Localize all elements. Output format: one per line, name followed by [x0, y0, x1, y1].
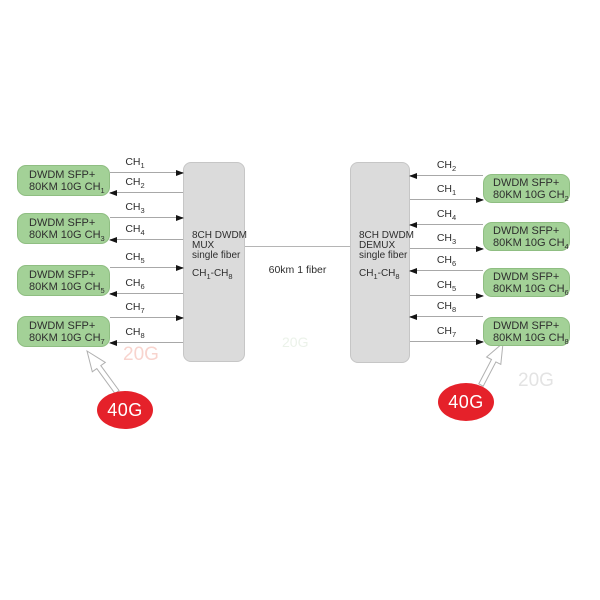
module-name-line2: 80KM 10G CH4	[493, 236, 569, 251]
sfp-module-ch7: DWDM SFP+ 80KM 10G CH7	[17, 316, 110, 347]
channel-label: CH6	[125, 277, 145, 292]
arrow-left-icon	[109, 190, 117, 196]
channel-label: CH3	[436, 232, 457, 247]
demux-label: 8CH DWDM DEMUX single fiber CH1-CH8	[359, 230, 414, 281]
right-link-ch5: CH5	[410, 279, 484, 299]
sfp-module-ch1: DWDM SFP+ 80KM 10G CH1	[17, 165, 110, 196]
sfp-module-ch5: DWDM SFP+ 80KM 10G CH5	[17, 265, 110, 296]
callout-arrow-right	[478, 341, 504, 387]
left-link-ch6: CH6	[109, 277, 183, 297]
arrow-right-icon	[176, 170, 184, 176]
channel-label: CH3	[125, 201, 145, 216]
channel-label: CH4	[125, 223, 145, 238]
demux-channel-range: CH1-CH8	[359, 268, 400, 281]
watermark-20g: 20G	[123, 344, 159, 365]
arrow-right-icon	[476, 197, 484, 203]
right-link-ch4: CH4	[409, 208, 483, 228]
module-name-line1: DWDM SFP+	[29, 268, 96, 281]
left-link-ch7: CH7	[110, 301, 184, 321]
channel-label: CH7	[436, 325, 457, 340]
badge-40g-left: 40G	[97, 391, 153, 429]
module-name-line2: 80KM 10G CH5	[29, 280, 105, 295]
channel-label: CH1	[125, 156, 145, 171]
right-link-ch3: CH3	[410, 232, 484, 252]
right-link-ch6: CH6	[409, 254, 483, 274]
module-name-line1: DWDM SFP+	[493, 176, 560, 189]
arrow-left-icon	[109, 237, 117, 243]
sfp-module-ch6: DWDM SFP+ 80KM 10G CH6	[483, 268, 570, 297]
arrow-right-icon	[476, 293, 484, 299]
channel-label: CH2	[436, 159, 457, 174]
right-link-ch7: CH7	[410, 325, 484, 345]
right-link-ch8: CH8	[409, 300, 483, 320]
sfp-module-ch3: DWDM SFP+ 80KM 10G CH3	[17, 213, 110, 244]
arrow-right-icon	[176, 215, 184, 221]
demux-box	[350, 162, 410, 363]
right-link-ch1: CH1	[410, 183, 484, 203]
channel-label: CH5	[436, 279, 457, 294]
module-name-line1: DWDM SFP+	[29, 319, 96, 332]
channel-label: CH7	[125, 301, 145, 316]
left-link-ch3: CH3	[110, 201, 184, 221]
channel-label: CH2	[125, 176, 145, 191]
channel-label: CH5	[125, 251, 145, 266]
arrow-left-icon	[409, 268, 417, 274]
module-name-line1: DWDM SFP+	[29, 168, 96, 181]
right-link-ch2: CH2	[409, 159, 483, 179]
left-link-ch1: CH1	[110, 156, 184, 176]
channel-label: CH8	[436, 300, 457, 315]
sfp-module-ch4: DWDM SFP+ 80KM 10G CH4	[483, 222, 570, 251]
arrow-left-icon	[409, 173, 417, 179]
demux-label-line2: DEMUX	[359, 240, 396, 251]
arrow-left-icon	[109, 291, 117, 297]
arrow-right-icon	[476, 339, 484, 345]
arrow-right-icon	[176, 265, 184, 271]
demux-label-line3: single fiber	[359, 250, 408, 261]
channel-label: CH1	[436, 183, 457, 198]
trunk-fiber-line	[245, 246, 350, 247]
module-name-line2: 80KM 10G CH8	[493, 331, 569, 346]
channel-label: CH6	[436, 254, 457, 269]
channel-label: CH4	[436, 208, 457, 223]
arrow-right-icon	[476, 246, 484, 252]
arrow-right-icon	[176, 315, 184, 321]
badge-40g-right: 40G	[438, 383, 494, 421]
mux-label: 8CH DWDM MUX single fiber CH1-CH8	[192, 230, 247, 281]
demux-label-line1: 8CH DWDM	[359, 230, 414, 241]
channel-label: CH8	[125, 326, 145, 341]
module-name-line1: DWDM SFP+	[493, 224, 560, 237]
arrow-left-icon	[409, 222, 417, 228]
watermark-20g: 20G	[518, 370, 554, 391]
left-link-ch4: CH4	[109, 223, 183, 243]
module-name-line2: 80KM 10G CH1	[29, 180, 105, 195]
module-name-line1: DWDM SFP+	[493, 270, 560, 283]
sfp-module-ch8: DWDM SFP+ 80KM 10G CH8	[483, 317, 570, 346]
module-name-line2: 80KM 10G CH3	[29, 228, 105, 243]
callout-arrow-left	[86, 349, 120, 395]
arrow-left-icon	[109, 340, 117, 346]
module-name-line1: DWDM SFP+	[493, 319, 560, 332]
left-link-ch2: CH2	[109, 176, 183, 196]
mux-label-line3: single fiber	[192, 250, 241, 261]
left-link-ch8: CH8	[109, 326, 183, 346]
mux-label-line1: 8CH DWDM	[192, 230, 247, 241]
mux-box	[183, 162, 245, 362]
mux-label-line2: MUX	[192, 240, 215, 251]
left-link-ch5: CH5	[110, 251, 184, 271]
module-name-line2: 80KM 10G CH6	[493, 282, 569, 297]
arrow-left-icon	[409, 314, 417, 320]
module-name-line1: DWDM SFP+	[29, 216, 96, 229]
watermark-20g: 20G	[282, 334, 309, 350]
module-name-line2: 80KM 10G CH7	[29, 331, 105, 346]
sfp-module-ch2: DWDM SFP+ 80KM 10G CH2	[483, 174, 570, 203]
mux-channel-range: CH1-CH8	[192, 268, 233, 281]
module-name-line2: 80KM 10G CH2	[493, 188, 569, 203]
trunk-fiber-label: 60km 1 fiber	[268, 264, 327, 276]
